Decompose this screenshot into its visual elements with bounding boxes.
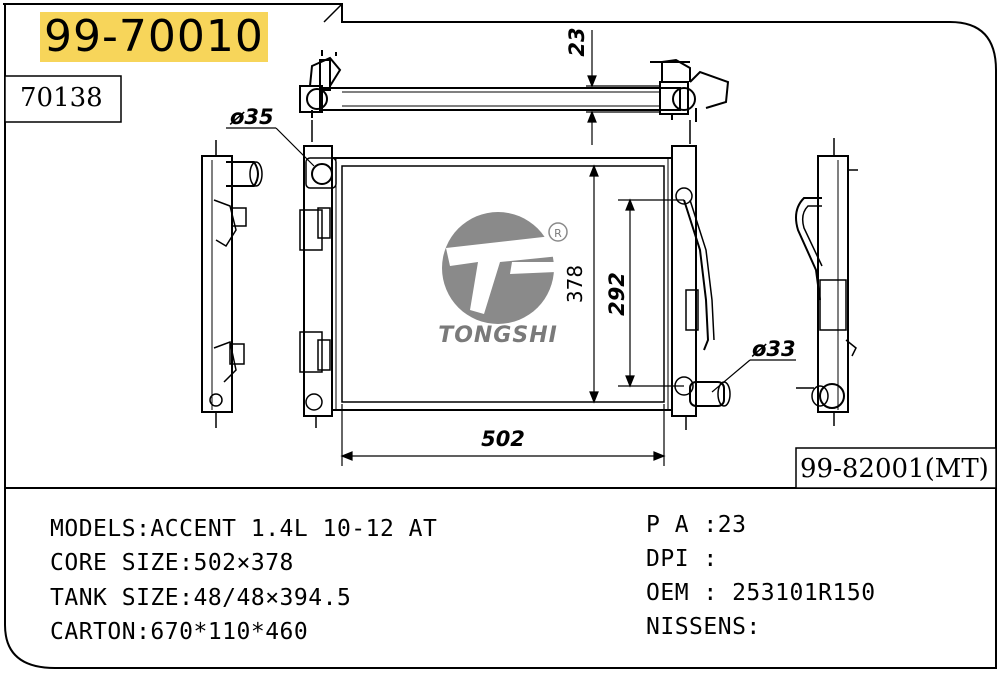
sheet-border [3,3,997,669]
dim-core-height: 378 [563,265,587,303]
dim-top-offset-lines [586,30,660,145]
corner-fold [316,3,343,22]
alt-number-box [4,75,122,123]
left-side-view [201,140,263,428]
spec-tank-size: TANK SIZE:48/48×394.5 [50,585,352,611]
registered-mark: R [554,227,562,240]
cross-ref-box [795,447,997,489]
dim-core-height-lines [589,164,599,404]
spec-nissens: NISSENS: [646,614,761,640]
dim-top-offset: 23 [565,27,589,56]
dim-inner-height: 292 [605,272,629,316]
dim-core-width: 502 [481,427,525,451]
leader-outlet [711,359,796,393]
spec-carton: CARTON:670*110*460 [50,619,309,645]
corner-fold-diagonal [323,3,343,23]
dim-inlet-diameter: ø35 [229,105,274,129]
spec-dpi: DPI : [646,546,718,572]
brand-name: TONGSHI [438,323,558,348]
spec-models: MODELS:ACCENT 1.4L 10-12 AT [50,516,438,542]
dim-outlet-diameter: ø33 [751,337,796,361]
dim-core-width-lines [340,404,666,466]
alt-number: 70138 [20,83,103,113]
part-number: 99-70010 [40,12,268,62]
spec-core-size: CORE SIZE:502×378 [50,550,294,576]
spec-oem: OEM : 253101R150 [646,580,876,606]
cross-ref-number: 99-82001(MT) [800,454,989,484]
top-view [299,50,730,122]
brand-logo-mark [442,212,568,324]
front-core [299,120,731,430]
dim-inner-height-lines [618,198,684,388]
leader-inlet [226,127,315,167]
right-side-view [795,138,858,426]
spec-pa: P A :23 [646,512,747,538]
